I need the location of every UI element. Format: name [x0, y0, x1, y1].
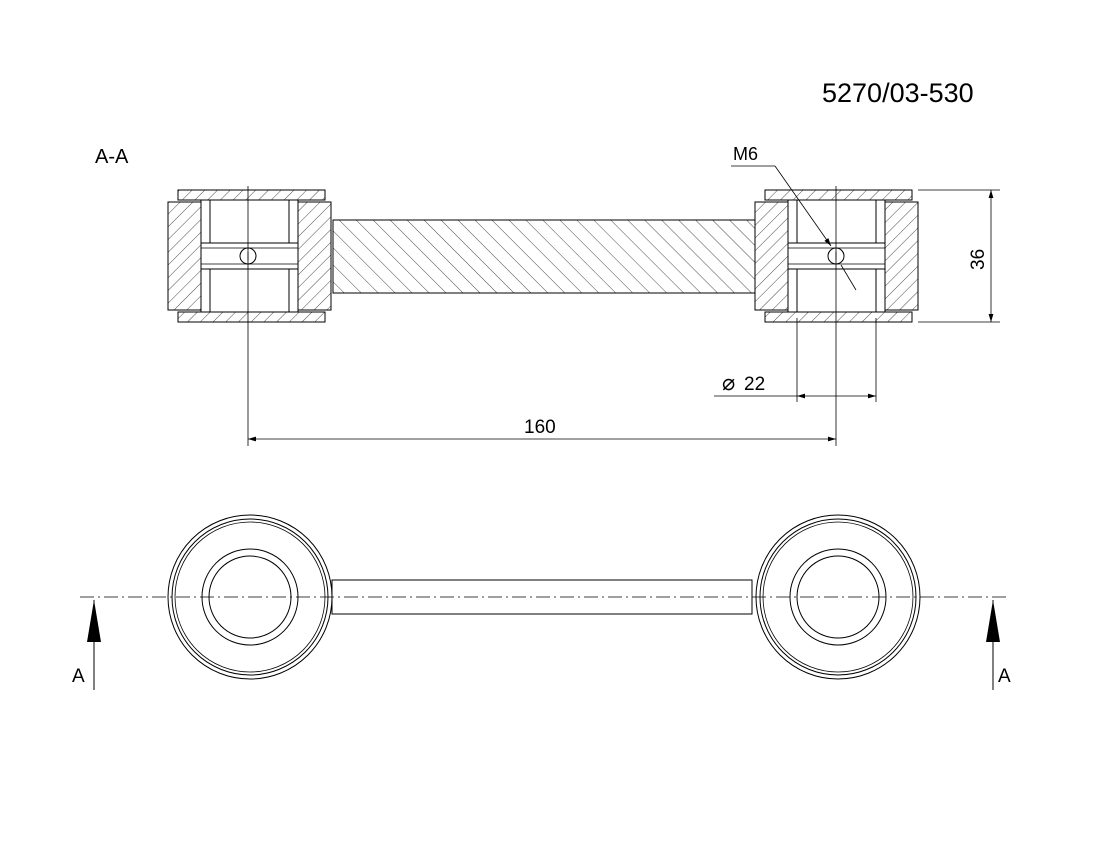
left-eye-section	[167, 189, 332, 323]
shaft-section	[332, 219, 756, 294]
diameter-dimension: ⌀ 22	[714, 318, 877, 402]
top-view	[80, 514, 1010, 680]
section-view	[167, 186, 919, 446]
length-dimension-text: 160	[524, 417, 556, 438]
cut-marker-right: A	[986, 600, 1011, 690]
part-number: 5270/03-530	[822, 78, 974, 108]
height-dimension: 36	[918, 189, 1000, 323]
cut-marker-left-text: A	[72, 666, 85, 687]
thread-callout: M6	[731, 144, 857, 291]
cut-marker-left: A	[72, 600, 101, 690]
cut-marker-right-text: A	[998, 666, 1011, 687]
thread-callout-text: M6	[733, 144, 758, 164]
diameter-symbol: ⌀	[722, 370, 735, 395]
length-dimension: 160	[248, 417, 836, 442]
section-label: A-A	[95, 146, 129, 168]
diameter-dimension-text: 22	[744, 374, 765, 395]
right-eye-section	[754, 189, 919, 323]
height-dimension-text: 36	[968, 249, 989, 270]
